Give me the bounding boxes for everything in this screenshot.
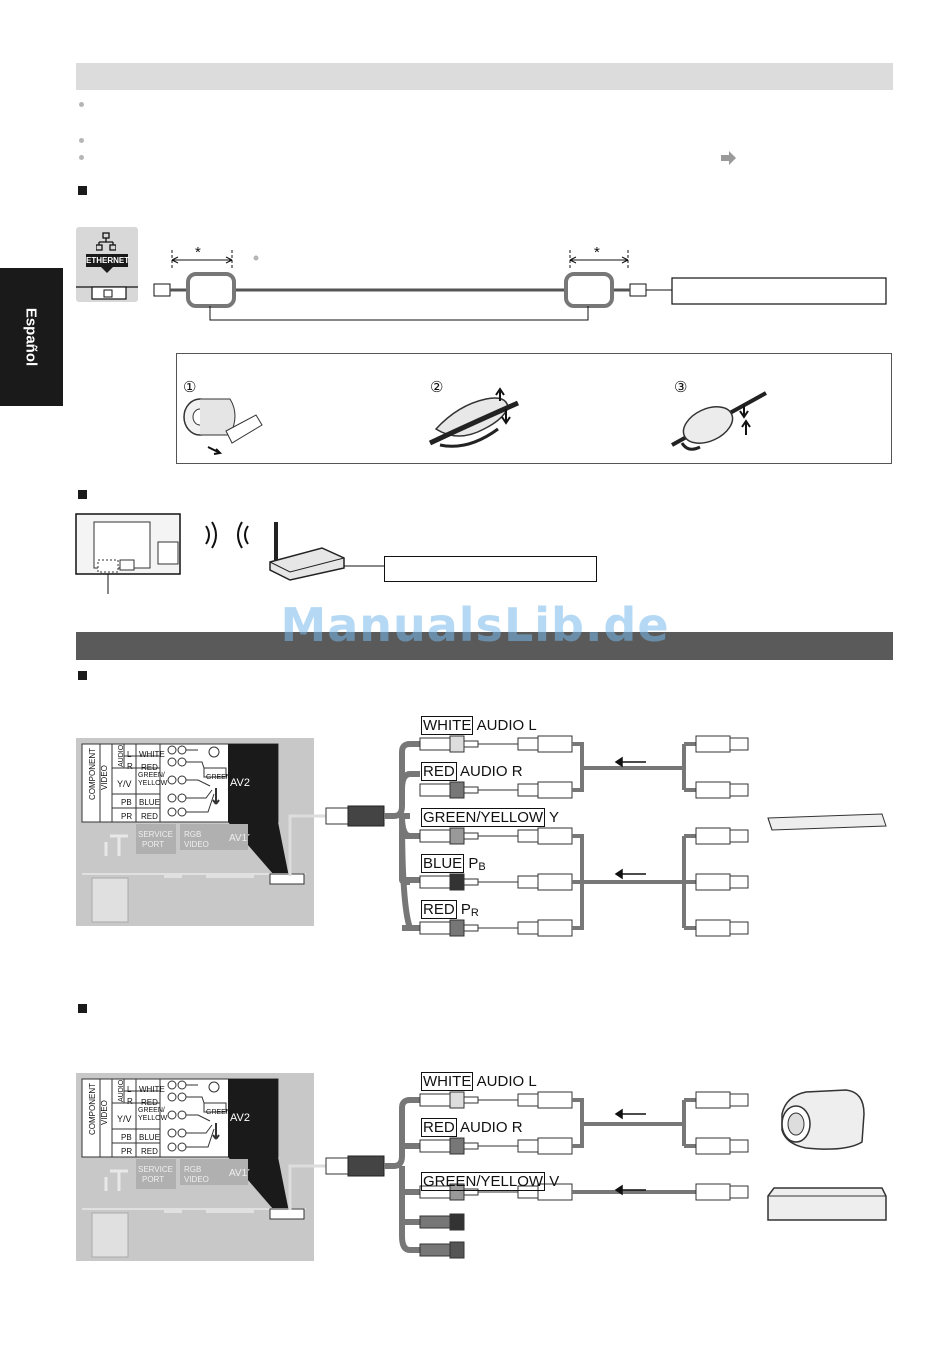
step-number-2: ②	[430, 379, 444, 396]
panel-red-label: RED	[141, 763, 158, 772]
bullet-point	[79, 155, 84, 160]
panel-r-label-2: R	[127, 1097, 133, 1106]
panel-av1-label: AV1	[229, 833, 248, 844]
triangle-down-icon	[100, 266, 114, 273]
ethernet-port-label: ETHERNET	[86, 254, 130, 267]
step-number-3: ③	[674, 379, 688, 396]
tv-av-panel-graphic	[81, 743, 306, 923]
label-white-audio-l: WHITE AUDIO L	[421, 716, 537, 735]
section-header-bar-av	[76, 632, 893, 660]
label-red-audio-r-2: RED AUDIO R	[421, 1118, 523, 1137]
device-label-box	[384, 556, 597, 582]
panel-white-label-2: WHITE	[139, 1085, 165, 1094]
panel-pb-label: PB	[121, 798, 132, 807]
panel-av1-label-2: AV1	[229, 1168, 248, 1179]
ferrite-insert-illustration	[428, 387, 520, 448]
ethernet-cable-diagram	[153, 250, 887, 321]
panel-green-label: GREEN	[206, 774, 231, 781]
panel-av2-label: AV2	[230, 777, 250, 789]
label-blue-pb: BLUE PB	[421, 854, 486, 873]
wireless-router-illustration	[269, 522, 384, 581]
bullet-point	[79, 102, 84, 107]
arrow-right-icon	[721, 151, 736, 165]
tv-av-panel-graphic-2	[81, 1078, 306, 1258]
panel-r-label: R	[127, 762, 133, 771]
network-icon	[96, 232, 116, 251]
panel-video-small-label: VIDEO	[184, 840, 209, 849]
panel-yv-label: Y/V	[117, 779, 132, 789]
ferrite-open-illustration	[183, 398, 263, 455]
panel-white-label: WHITE	[139, 750, 165, 759]
panel-l-label: L	[127, 750, 132, 759]
panel-blue-label: BLUE	[139, 798, 160, 807]
language-label: Español	[22, 307, 40, 367]
ethernet-socket	[76, 286, 138, 300]
label-white-audio-l-2: WHITE AUDIO L	[421, 1072, 537, 1091]
step-number-1: ①	[183, 379, 197, 396]
panel-yv-label-2: Y/V	[117, 1114, 132, 1124]
panel-port-label-2: PORT	[142, 1175, 165, 1184]
panel-rgb-label: RGB	[184, 830, 202, 839]
panel-pr-label-2: PR	[121, 1147, 133, 1156]
panel-green-yellow-label-2: GREEN/ YELLOW	[138, 1107, 168, 1122]
composite-cable-diagram	[288, 1089, 887, 1259]
panel-red-label-2: RED	[141, 1098, 158, 1107]
panel-rgb-label-2: RGB	[184, 1165, 202, 1174]
length-marker-left: *	[195, 244, 201, 261]
ferrite-closed-illustration	[671, 391, 767, 451]
language-side-tab: Español	[0, 268, 63, 406]
label-green-yellow-v: GREEN/YELLOW V	[421, 1172, 560, 1191]
watermark-text: ManualsLib.de	[280, 598, 670, 652]
bullet-point	[79, 138, 84, 143]
subsection-marker	[78, 1004, 87, 1013]
panel-service-label-2: SERVICE	[138, 1165, 173, 1174]
panel-red2-label-2: RED	[141, 1147, 158, 1156]
panel-av2-label-2: AV2	[230, 1112, 250, 1124]
panel-port-label: PORT	[142, 840, 165, 849]
panel-red2-label: RED	[141, 812, 158, 821]
panel-l-label-2: L	[127, 1085, 132, 1094]
panel-blue-label-2: BLUE	[139, 1133, 160, 1142]
label-red-audio-r: RED AUDIO R	[421, 762, 523, 781]
panel-pb-label-2: PB	[121, 1133, 132, 1142]
subsection-marker	[78, 490, 87, 499]
subsection-marker	[78, 671, 87, 680]
panel-green-label-2: GREEN	[206, 1109, 231, 1116]
tv-rear-illustration	[75, 513, 181, 594]
label-green-yellow-y: GREEN/YELLOW Y	[421, 808, 559, 827]
wireless-signal-icon	[205, 521, 249, 549]
ferrite-instruction-box	[176, 353, 892, 464]
subsection-marker	[78, 186, 87, 195]
panel-video-label-2: VIDEO	[100, 1100, 109, 1125]
length-marker-right: *	[594, 244, 600, 261]
panel-video-small-label-2: VIDEO	[184, 1175, 209, 1184]
panel-video-label: VIDEO	[100, 765, 109, 790]
panel-service-label: SERVICE	[138, 830, 173, 839]
label-red-pr: RED PR	[421, 900, 479, 919]
panel-green-yellow-label: GREEN/ YELLOW	[138, 772, 168, 787]
component-cable-diagram	[288, 735, 887, 937]
panel-pr-label: PR	[121, 812, 133, 821]
section-header-bar-top	[76, 63, 893, 90]
